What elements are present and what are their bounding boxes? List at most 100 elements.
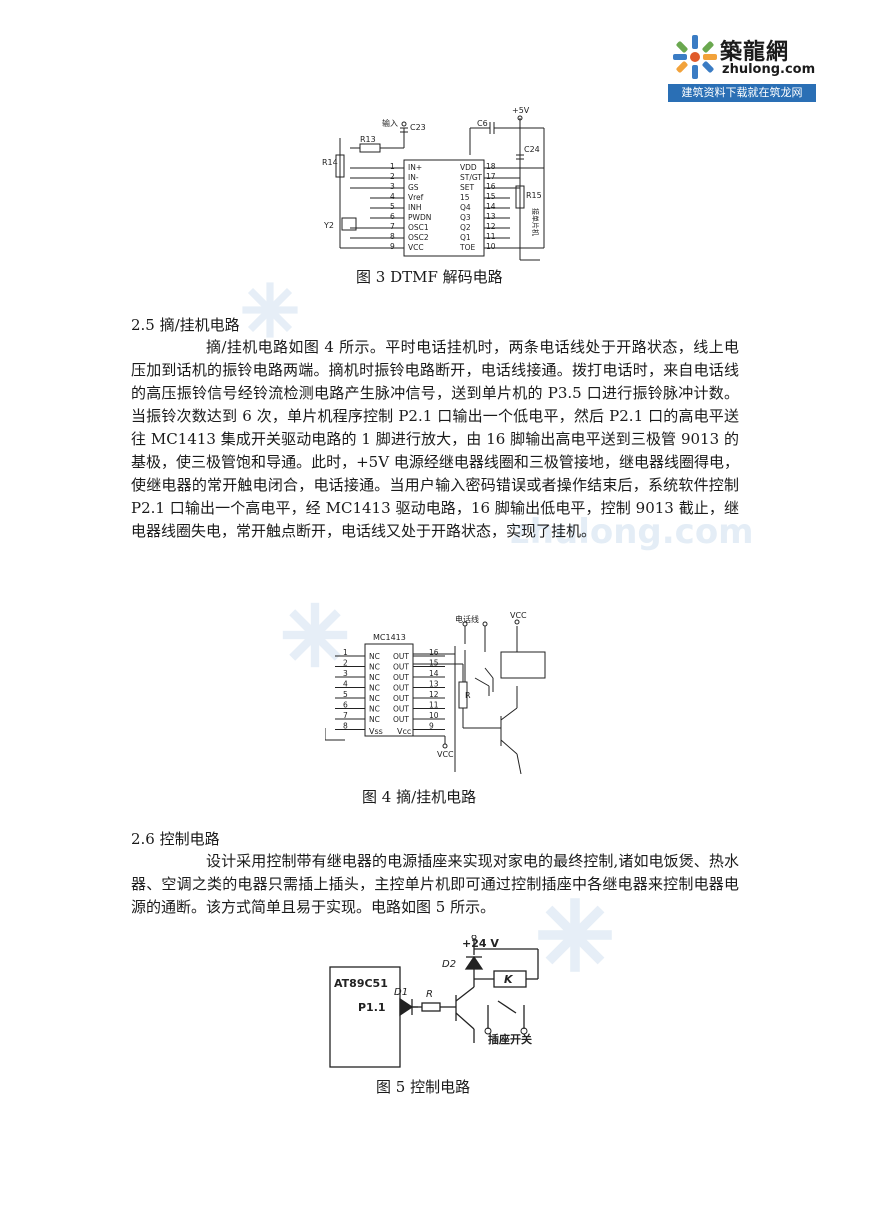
pin-name: Q1 — [460, 233, 471, 242]
pin-number: 10 — [486, 242, 496, 251]
figure5-caption: 图 5 控制电路 — [376, 1078, 471, 1096]
logo-name: 築龍網 — [720, 40, 790, 65]
watermark-snowflake-icon — [282, 602, 348, 668]
logo-tagline: 建筑资料下载就在筑龙网 — [668, 84, 816, 102]
label-input: 输入 — [382, 118, 398, 128]
pin-name: VDD — [460, 163, 477, 172]
watermark-text: zhulong.com — [510, 512, 754, 552]
pin-number: 14 — [486, 202, 496, 211]
watermark-snowflake-icon — [242, 282, 298, 338]
zhulong-logo — [668, 30, 816, 104]
pin-name: SET — [460, 183, 474, 192]
section-2-6-body: 设计采用控制带有继电器的电源插座来实现对家电的最终控制,诸如电饭煲、热水器、空调… — [131, 852, 739, 916]
label-y2: Y2 — [323, 221, 334, 230]
pin-number: 2 — [390, 172, 395, 181]
label-r13: R13 — [360, 135, 376, 144]
label-to-mcu: 接单片机 — [531, 208, 540, 236]
pin-number: 1 — [343, 648, 348, 657]
pin-number: 11 — [429, 701, 439, 710]
pin-name: 15 — [460, 193, 470, 202]
label-c23: C23 — [410, 123, 426, 132]
pin-number: 12 — [486, 222, 496, 231]
pin-inner-label: NC — [369, 715, 380, 724]
pin-number: 14 — [429, 669, 439, 678]
section-2-5-body: 摘/挂机电路如图 4 所示。平时电话挂机时，两条电话线处于开路状态，线上电压加到… — [131, 338, 739, 540]
pin-number: 18 — [486, 162, 496, 171]
pin-inner-label: OUT — [393, 663, 409, 672]
pin-name: IN- — [408, 173, 419, 182]
label-24v: +24 V — [462, 937, 499, 950]
pin-number: 15 — [486, 192, 496, 201]
label-d1: D1 — [394, 987, 408, 998]
label-k: K — [504, 973, 514, 986]
pin-number: 15 — [429, 659, 439, 668]
label-vcc-top: VCC — [510, 612, 527, 620]
pin-inner-label: OUT — [393, 652, 409, 661]
watermark-snowflake-icon — [538, 898, 612, 972]
pin-name: PWDN — [408, 213, 431, 222]
pin-inner-label: OUT — [393, 715, 409, 724]
pin-name: VCC — [408, 243, 424, 252]
label-r5: R — [426, 989, 433, 1000]
pin-name: Q4 — [460, 203, 471, 212]
pin-inner-label: NC — [369, 652, 380, 661]
figure3-caption: 图 3 DTMF 解码电路 — [356, 268, 503, 286]
pin-name: OSC2 — [408, 233, 429, 242]
pin-inner-label: NC — [369, 705, 380, 714]
pin-name: Q3 — [460, 213, 471, 222]
pin-number: 5 — [343, 690, 348, 699]
label-d2: D2 — [442, 959, 456, 970]
pin-name: INH — [408, 203, 421, 212]
section-2-5-heading: 2.5 摘/挂机电路 — [131, 316, 240, 334]
pin-number: 13 — [429, 680, 439, 689]
label-p11: P1.1 — [358, 1001, 386, 1014]
label-vss: Vss — [369, 727, 383, 736]
pin-name: GS — [408, 183, 419, 192]
figure4-hook-circuit: MC1413 电话线 VCC VCC R Vss Vcc 12345678161… — [325, 612, 546, 774]
pin-inner-label: NC — [369, 663, 380, 672]
pin-number: 9 — [429, 722, 434, 731]
figure5-control-circuit: +24 V AT89C51 P1.1 K 插座开关 D1 R D2 — [329, 935, 539, 1068]
pin-number: 8 — [390, 232, 395, 241]
pin-name: ST/GT — [460, 173, 482, 182]
pin-name: IN+ — [408, 163, 422, 172]
pin-inner-label: OUT — [393, 694, 409, 703]
snowflake-logo-icon — [673, 35, 717, 79]
pin-number: 4 — [390, 192, 395, 201]
pin-number: 5 — [390, 202, 395, 211]
label-at89c51: AT89C51 — [334, 977, 388, 990]
pin-number: 7 — [390, 222, 395, 231]
label-c6: C6 — [477, 119, 488, 128]
label-mc1413: MC1413 — [373, 633, 406, 642]
pin-inner-label: NC — [369, 684, 380, 693]
pin-number: 7 — [343, 711, 348, 720]
pin-number: 4 — [343, 680, 348, 689]
pin-inner-label: OUT — [393, 684, 409, 693]
pin-number: 8 — [343, 722, 348, 731]
label-phone-line: 电话线 — [455, 614, 479, 624]
pin-number: 6 — [343, 701, 348, 710]
pin-number: 3 — [343, 669, 348, 678]
pin-name: Vref — [408, 193, 424, 202]
pin-number: 10 — [429, 711, 439, 720]
pin-name: OSC1 — [408, 223, 429, 232]
pin-number: 11 — [486, 232, 496, 241]
pin-number: 1 — [390, 162, 395, 171]
label-r15: R15 — [526, 191, 542, 200]
figure4-caption: 图 4 摘/挂机电路 — [362, 788, 477, 806]
pin-number: 12 — [429, 690, 439, 699]
pin-name: Q2 — [460, 223, 471, 232]
pin-inner-label: NC — [369, 673, 380, 682]
label-socket-switch: 插座开关 — [488, 1032, 532, 1046]
pin-number: 13 — [486, 212, 496, 221]
pin-inner-label: OUT — [393, 705, 409, 714]
pin-number: 16 — [486, 182, 496, 191]
label-vcc-pin: Vcc — [397, 727, 411, 736]
label-r: R — [465, 691, 471, 700]
pin-number: 2 — [343, 659, 348, 668]
pin-number: 3 — [390, 182, 395, 191]
pin-number: 17 — [486, 172, 496, 181]
pin-inner-label: NC — [369, 694, 380, 703]
pin-number: 16 — [429, 648, 439, 657]
label-plus5v: +5V — [512, 106, 530, 115]
